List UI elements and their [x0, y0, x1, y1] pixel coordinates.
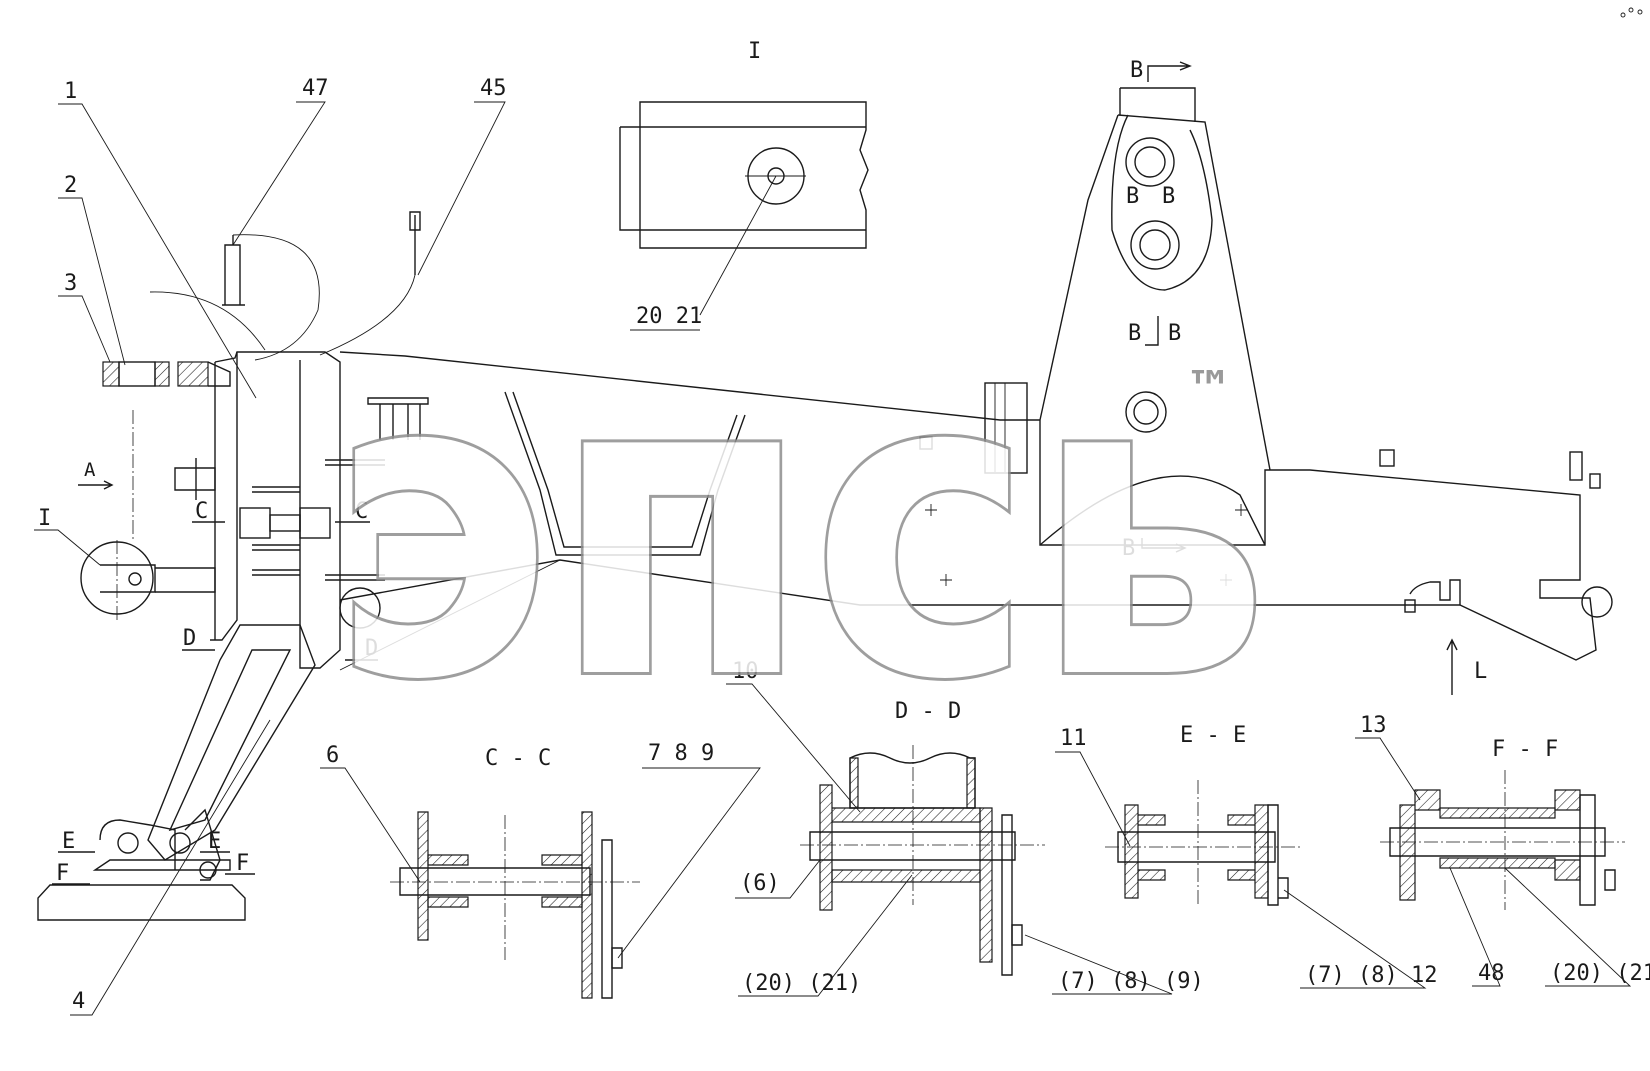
watermark-tm: ™	[1185, 361, 1233, 417]
mark-c-right: C	[355, 499, 368, 524]
mark-e-right: E	[208, 829, 221, 854]
section-markers: A C C D D E E F F B B B B B B L	[52, 58, 1487, 886]
mark-b-mid1: B	[1126, 184, 1139, 209]
watermark-logo: эпсь	[330, 283, 1270, 772]
callout-7-8-9: 7 8 9	[648, 741, 714, 766]
mark-b-top: B	[1130, 58, 1143, 83]
callout-13: 13	[1360, 713, 1387, 738]
callout-6: 6	[326, 743, 339, 768]
mark-a: A	[84, 459, 96, 481]
mark-b-low2: B	[1168, 321, 1181, 346]
callout-11: 11	[1060, 726, 1087, 751]
callout-47: 47	[302, 76, 329, 101]
mark-c-left: C	[195, 499, 208, 524]
section-c-c: C - C 6 7 8 9	[320, 741, 761, 999]
mark-d-left: D	[183, 626, 196, 651]
corner-mark-icon	[1620, 7, 1643, 18]
callout-7-8-9-d: (7) (8) (9)	[1058, 969, 1204, 994]
mark-b-low1: B	[1128, 321, 1141, 346]
mark-b-mid2: B	[1162, 184, 1175, 209]
mark-d-right: D	[365, 636, 378, 661]
watermark: эпсь ™	[327, 280, 1273, 775]
callout-4: 4	[72, 989, 85, 1014]
callout-20-21-top: 20 21	[636, 304, 702, 329]
detail-view-i: I 20 21	[619, 39, 869, 331]
callout-45: 45	[480, 76, 507, 101]
section-ee-title: E - E	[1180, 723, 1246, 748]
section-d-d: D - D 10 (6) (20) (21) (7) (8) (9)	[726, 659, 1204, 997]
main-callouts: 1 2 3 47 45 I 4	[34, 76, 561, 1016]
callout-7-8-12: (7) (8) 12	[1305, 963, 1437, 988]
callout-20-21-f: (20) (21)	[1550, 961, 1650, 986]
mark-b-bot: B	[1122, 536, 1135, 561]
mark-e-left: E	[62, 829, 75, 854]
callout-2: 2	[64, 173, 77, 198]
section-dd-title: D - D	[895, 699, 961, 724]
callout-10: 10	[732, 659, 759, 684]
callout-20-21-d: (20) (21)	[742, 971, 861, 996]
mark-f-right: F	[236, 851, 249, 876]
section-f-f: F - F 13 48 (20) (21)	[1355, 713, 1650, 987]
callout-6b: (6)	[740, 871, 780, 896]
section-e-e: E - E 11 (7) (8) 12	[1055, 723, 1437, 989]
callout-3: 3	[64, 271, 77, 296]
detail-view-title: I	[748, 39, 761, 64]
mark-f-left: F	[56, 861, 69, 886]
callout-1: 1	[64, 79, 77, 104]
section-ff-title: F - F	[1492, 737, 1558, 762]
callout-detail-i: I	[38, 506, 51, 531]
main-frame-view	[37, 87, 1613, 921]
mark-l: L	[1474, 659, 1487, 684]
section-cc-title: C - C	[485, 746, 551, 771]
